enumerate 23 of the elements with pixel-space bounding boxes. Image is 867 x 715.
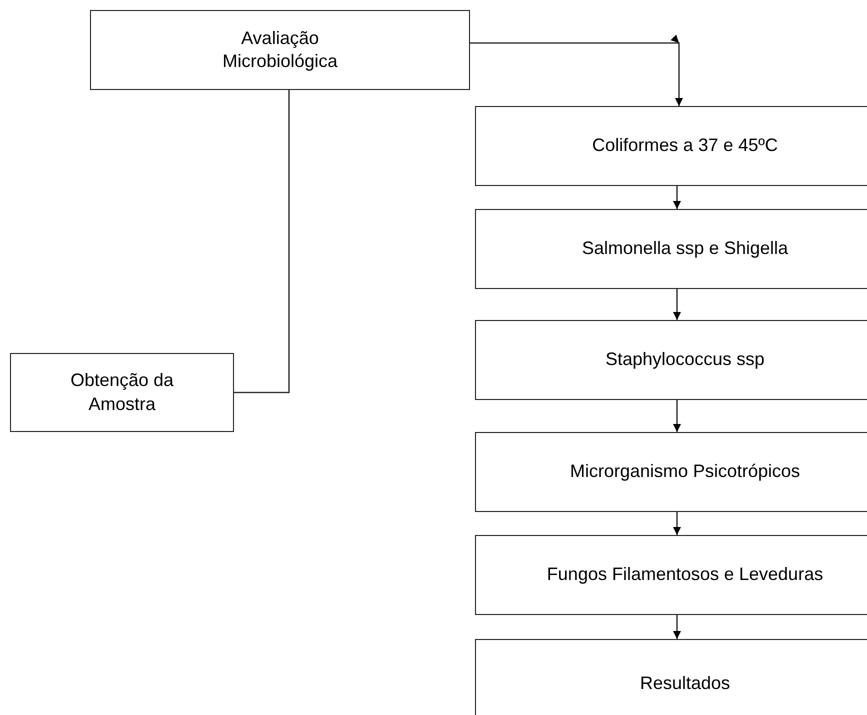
arrow xyxy=(673,186,681,209)
connector-line xyxy=(234,90,290,394)
process-box xyxy=(90,10,470,90)
box-label: Avaliação Microbiológica xyxy=(221,26,339,73)
arrow xyxy=(673,512,681,535)
process-box xyxy=(475,209,867,289)
arrow xyxy=(673,400,681,432)
box-label: Microrganismo Psicotrópicos xyxy=(570,460,800,484)
process-box xyxy=(475,535,867,615)
process-box xyxy=(475,320,867,400)
box-label: Salmonella ssp e Shigella xyxy=(582,237,788,260)
arrow xyxy=(673,289,681,320)
process-box xyxy=(475,432,867,512)
process-box xyxy=(475,639,867,715)
box-label: Obtenção da Amostra xyxy=(69,369,175,416)
process-box xyxy=(475,106,867,186)
arrow xyxy=(673,615,681,639)
process-box xyxy=(10,353,234,432)
box-label: Fungos Filamentosos e Leveduras xyxy=(546,563,824,586)
arrow xyxy=(470,34,683,106)
box-label: Staphylococcus ssp xyxy=(605,348,765,372)
box-label: Resultados xyxy=(640,672,730,696)
box-label: Coliformes a 37 e 45ºC xyxy=(592,134,778,158)
